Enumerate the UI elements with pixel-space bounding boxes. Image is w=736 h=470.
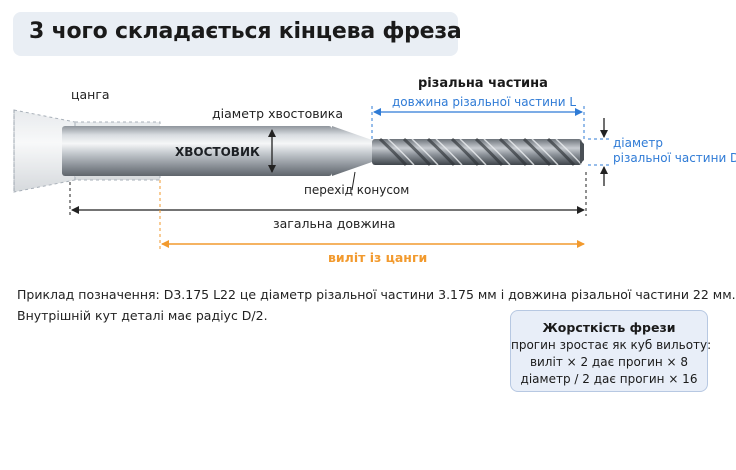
page-title: 3 чого складається кінцева фреза bbox=[29, 19, 462, 44]
stickout-label: виліт із цанги bbox=[328, 250, 427, 265]
taper-pointer bbox=[351, 171, 356, 191]
cutting-diameter-label-2: різальної частини D bbox=[613, 151, 736, 165]
cutting-part-label: різальна частина bbox=[418, 76, 548, 91]
cutting-length-label: довжина різальної частини L bbox=[392, 95, 576, 109]
end-mill-diagram: цанга діаметр хвостовика ХВОСТОВИК різал… bbox=[13, 76, 736, 265]
cutting-diameter-label-1: діаметр bbox=[613, 136, 663, 150]
shank bbox=[62, 126, 372, 176]
description-line-1: Приклад позначення: D3.175 L22 це діамет… bbox=[17, 287, 736, 302]
title-banner: 3 чого складається кінцева фреза bbox=[13, 12, 462, 56]
shank-diameter-label: діаметр хвостовика bbox=[212, 106, 343, 121]
taper-transition-label: перехід конусом bbox=[304, 183, 409, 197]
rigidity-card: Жорсткість фрези прогин зростає як куб в… bbox=[510, 310, 712, 392]
shank-label: ХВОСТОВИК bbox=[175, 145, 260, 159]
rigidity-card-line-1: прогин зростає як куб вильоту: bbox=[511, 338, 712, 352]
collet-label: цанга bbox=[71, 87, 110, 102]
rigidity-card-line-2: виліт × 2 дає прогин × 8 bbox=[529, 355, 689, 369]
rigidity-card-line-3: діаметр / 2 дає прогин × 16 bbox=[520, 372, 698, 386]
description-line-2: Внутрішній кут деталі має радіус D/2. bbox=[17, 308, 268, 323]
cutting-part bbox=[372, 137, 584, 167]
overall-length-label: загальна довжина bbox=[273, 216, 396, 231]
rigidity-card-title: Жорсткість фрези bbox=[542, 320, 676, 335]
designation-description: Приклад позначення: D3.175 L22 це діамет… bbox=[17, 284, 736, 326]
